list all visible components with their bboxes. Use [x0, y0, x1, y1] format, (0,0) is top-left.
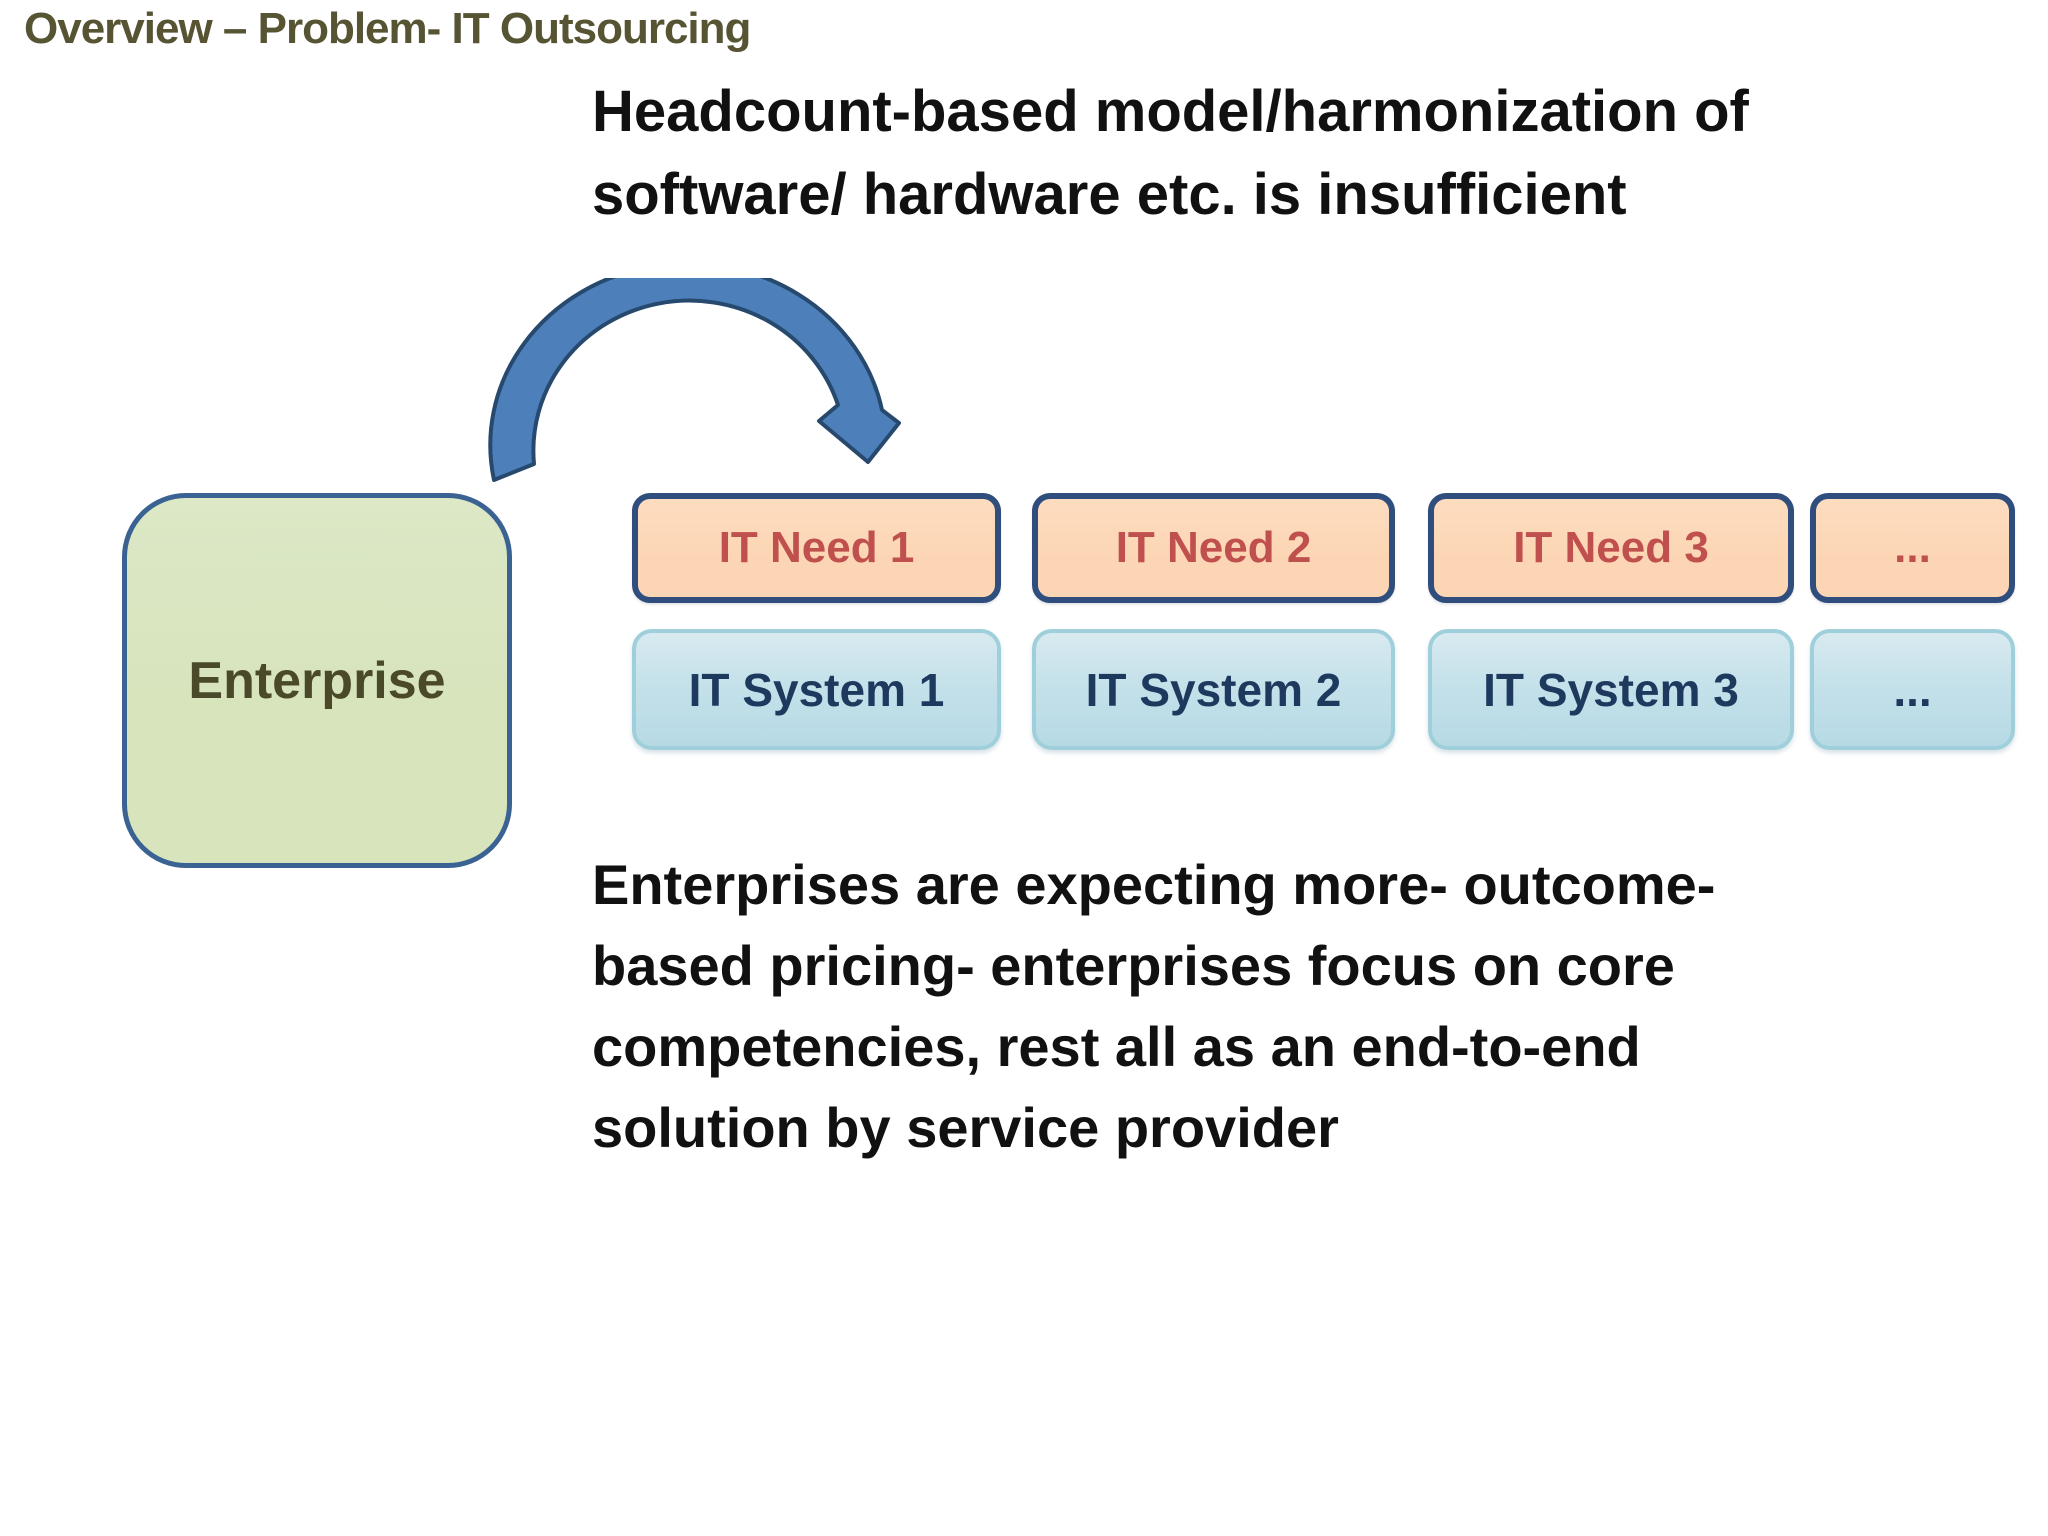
- it-system-box-3: IT System 3: [1428, 629, 1794, 750]
- it-need-box-2: IT Need 2: [1032, 493, 1395, 603]
- it-system-label: ...: [1893, 663, 1932, 716]
- it-system-label: IT System 3: [1483, 663, 1739, 716]
- problem-statement-text: Headcount-based model/harmonization of s…: [592, 79, 1749, 227]
- it-need-box-3: IT Need 3: [1428, 493, 1794, 603]
- it-system-box-2: IT System 2: [1032, 629, 1395, 750]
- it-system-box-ellipsis: ...: [1810, 629, 2015, 750]
- it-need-box-1: IT Need 1: [632, 493, 1001, 603]
- it-system-label: IT System 1: [688, 663, 945, 716]
- it-need-label: IT Need 3: [1513, 523, 1709, 572]
- expectation-statement-text: Enterprises are expecting more- outcome-…: [592, 853, 1716, 1159]
- it-need-label: IT Need 1: [718, 523, 915, 572]
- enterprise-box: Enterprise: [122, 493, 512, 868]
- it-need-box-ellipsis: ...: [1810, 493, 2015, 603]
- it-need-label: IT Need 2: [1115, 523, 1312, 572]
- it-need-label: ...: [1894, 523, 1931, 572]
- page-title: Overview – Problem- IT Outsourcing: [24, 4, 751, 53]
- it-system-box-1: IT System 1: [632, 629, 1001, 750]
- it-system-label: IT System 2: [1085, 663, 1342, 716]
- curved-right-arrow-icon: [488, 278, 901, 482]
- enterprise-label: Enterprise: [188, 651, 446, 710]
